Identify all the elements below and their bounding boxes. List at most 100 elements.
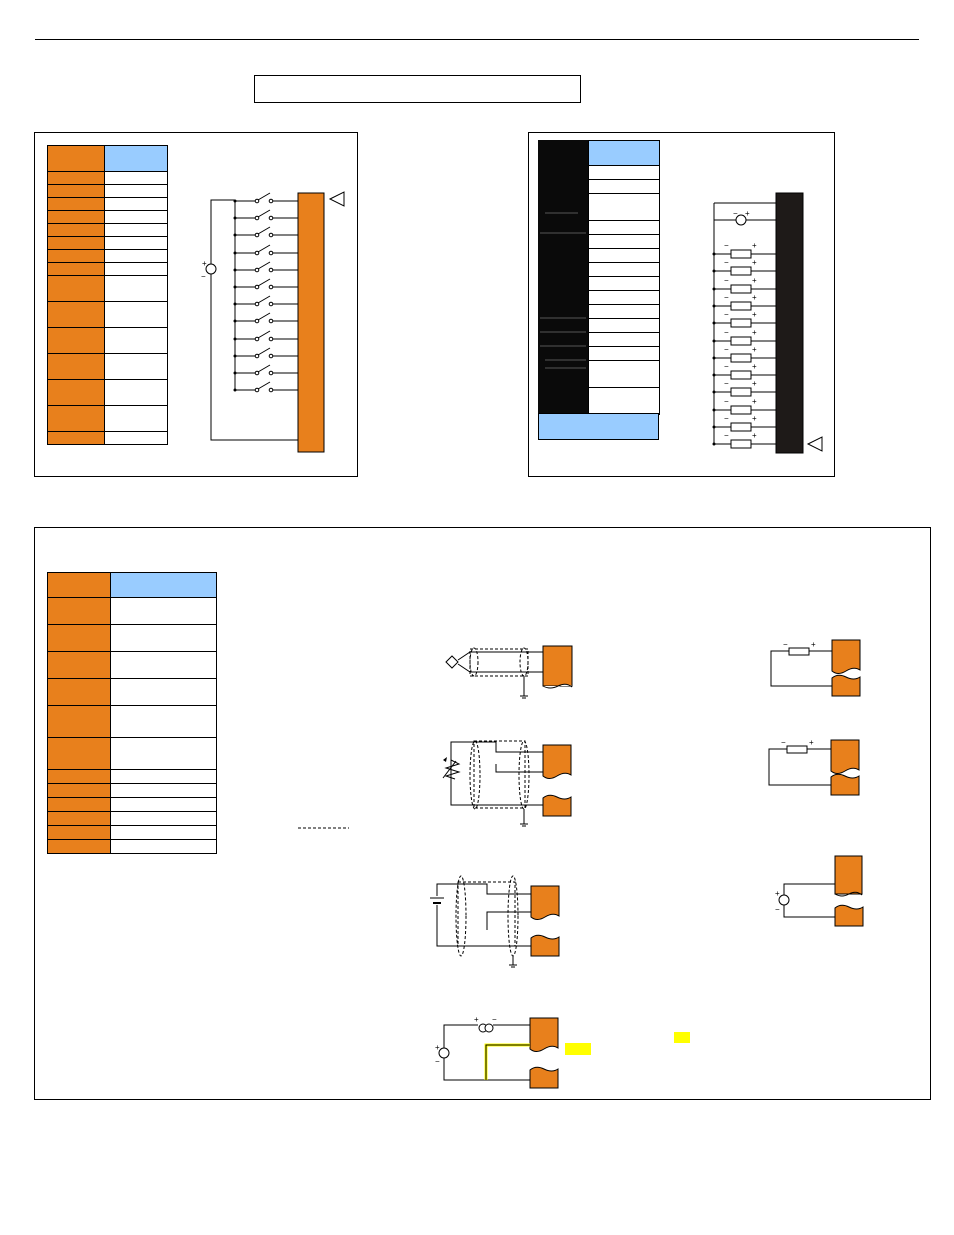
- table-header-cell: [47, 572, 111, 598]
- load-plus: +: [752, 328, 757, 337]
- load-resistor-icon: −+: [712, 345, 776, 363]
- load-minus: −: [724, 310, 729, 319]
- switch-icon: [233, 278, 298, 290]
- load-minus: −: [724, 397, 729, 406]
- load-minus: −: [724, 362, 729, 371]
- table-cell: [47, 597, 111, 625]
- load-plus: +: [752, 431, 757, 440]
- title-box: [254, 75, 581, 103]
- load-minus: −: [724, 379, 729, 388]
- voltage-source-icon: [778, 894, 790, 906]
- svg-text:−: −: [781, 738, 786, 747]
- switch-icon: [233, 295, 298, 307]
- load-circuit-2: − +: [768, 738, 860, 796]
- load-plus: +: [752, 241, 757, 250]
- table-cell: [47, 678, 111, 706]
- rtd-circuit: [442, 740, 572, 827]
- load-circuit-1: − +: [770, 639, 861, 697]
- table-header-cell: [47, 145, 105, 172]
- load-resistor-icon: −+: [712, 258, 776, 276]
- table-cell: [47, 327, 105, 354]
- svg-text:+: +: [775, 889, 780, 898]
- digital-outputs-table: [588, 140, 660, 415]
- switch-icon: [233, 312, 298, 324]
- terminal-block: [775, 192, 804, 454]
- voltage-source-icon: [438, 1047, 450, 1059]
- load-resistor-icon: −+: [712, 397, 776, 415]
- thermocouple-circuit: [445, 645, 573, 699]
- table-cell: [47, 651, 111, 679]
- svg-text:+: +: [474, 1015, 479, 1024]
- current-loop-circuit: + − + −: [435, 1015, 559, 1089]
- load-resistor-icon: −+: [712, 310, 776, 328]
- load-resistor-icon: −+: [712, 293, 776, 311]
- table-cell: [47, 275, 105, 302]
- voltage-circuit-right: + −: [775, 855, 864, 927]
- load-plus: +: [752, 258, 757, 267]
- triangle-marker: [328, 191, 345, 207]
- svg-text:−: −: [492, 1015, 497, 1024]
- voltage-input-circuit: [430, 875, 560, 968]
- voltage-source-icon: [205, 263, 217, 275]
- ground-icon: [520, 695, 528, 699]
- switch-icon: [233, 330, 298, 342]
- load-resistor-icon: −+: [712, 241, 776, 259]
- load-minus: −: [724, 258, 729, 267]
- switch-icon: [233, 226, 298, 238]
- table-cell: [47, 783, 111, 798]
- load-plus: +: [752, 379, 757, 388]
- switch-icon: [233, 244, 298, 256]
- terminal-block: [297, 192, 325, 453]
- switch-icon: [233, 364, 298, 376]
- load-minus: −: [724, 276, 729, 285]
- table-header-cell: [110, 572, 217, 598]
- table-cell: [47, 825, 111, 840]
- svg-text:−: −: [435, 1057, 440, 1066]
- supply-plus: +: [745, 209, 750, 218]
- table-footer-cell: [538, 413, 659, 440]
- load-plus: +: [752, 397, 757, 406]
- table-cell: [47, 405, 105, 432]
- load-minus: −: [724, 431, 729, 440]
- load-plus: +: [752, 293, 757, 302]
- header-rule: [35, 39, 919, 40]
- table-cell: [47, 210, 105, 224]
- load-plus: +: [752, 310, 757, 319]
- table-cell: [47, 737, 111, 770]
- load-minus: −: [724, 414, 729, 423]
- svg-text:+: +: [435, 1043, 440, 1052]
- supply-plus: +: [202, 259, 207, 268]
- switch-icon: [233, 347, 298, 359]
- switch-icon: [233, 261, 298, 273]
- supply-minus: −: [733, 209, 738, 218]
- table-cell: [47, 811, 111, 826]
- voltage-source-icon: [735, 214, 747, 226]
- load-resistor-icon: [788, 647, 810, 656]
- table-cell: [47, 431, 105, 445]
- table-cell: [588, 193, 660, 221]
- switch-icon: [233, 209, 298, 221]
- load-plus: +: [752, 345, 757, 354]
- highlight-mark: [565, 1043, 591, 1055]
- table-cell: [47, 353, 105, 380]
- table-cell: [47, 197, 105, 211]
- triangle-marker: [806, 436, 823, 452]
- thermocouple-icon: [445, 655, 459, 669]
- svg-text:−: −: [775, 905, 780, 914]
- table-cell: [588, 360, 660, 388]
- load-resistor-icon: −+: [712, 362, 776, 380]
- rtd-icon: [444, 759, 461, 780]
- highlight-mark: [674, 1032, 690, 1043]
- load-plus: +: [752, 414, 757, 423]
- load-minus: −: [724, 328, 729, 337]
- table-cell: [104, 353, 168, 380]
- load-plus: +: [752, 276, 757, 285]
- switch-icon: [233, 381, 298, 393]
- table-cell: [47, 797, 111, 812]
- svg-text:+: +: [809, 738, 814, 747]
- load-resistor-icon: −+: [712, 431, 776, 449]
